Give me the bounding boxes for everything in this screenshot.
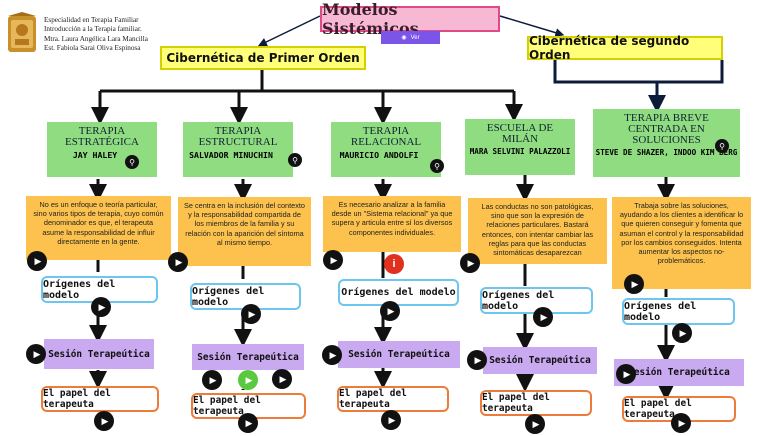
play-icon[interactable]: ▶ xyxy=(381,410,401,430)
play-icon[interactable]: ▶ xyxy=(168,252,188,272)
description-relacional: Es necesario analizar a la familia desde… xyxy=(323,196,461,252)
play-icon[interactable]: ▶ xyxy=(91,297,111,317)
school-author: MAURICIO ANDOLFI xyxy=(339,150,419,160)
branch-first-order: Cibernética de Primer Orden xyxy=(160,46,366,70)
main-title: Modelos Sistémicos xyxy=(320,0,500,38)
play-icon[interactable]: ▶ xyxy=(238,370,258,390)
play-icon[interactable]: ▶ xyxy=(323,250,343,270)
play-icon[interactable]: ▶ xyxy=(671,413,691,433)
school-box-estructural: TERAPIA ESTRUCTURAL SALVADOR MINUCHIN xyxy=(183,122,293,177)
session-box-estrategica[interactable]: Sesión Terapeútica xyxy=(44,339,154,369)
credit-line: Especialidad en Terapia Familiar xyxy=(44,16,139,24)
play-icon[interactable]: ▶ xyxy=(27,251,47,271)
search-icon[interactable]: ⚲ xyxy=(430,159,444,173)
search-icon[interactable]: ⚲ xyxy=(715,139,729,153)
school-author: JAY HALEY xyxy=(72,150,118,160)
play-icon[interactable]: ▶ xyxy=(624,274,644,294)
session-box-estructural[interactable]: Sesión Terapeútica xyxy=(192,344,304,370)
credit-line: Est. Fabiola Sarai Oliva Espinosa xyxy=(44,44,141,53)
play-icon[interactable]: ▶ xyxy=(533,307,553,327)
play-icon[interactable]: ▶ xyxy=(238,413,258,433)
ver-button[interactable]: ◉ Ver xyxy=(381,31,440,44)
school-author: MARA SELVINI PALAZZOLI xyxy=(469,147,571,156)
origins-box-breve[interactable]: Orígenes del modelo xyxy=(622,298,735,325)
play-icon[interactable]: ▶ xyxy=(672,323,692,343)
university-seal-icon xyxy=(8,12,36,52)
description-estrategica: No es un enfoque o teoría particular, si… xyxy=(26,196,171,260)
school-name: TERAPIA BREVE CENTRADA EN SOLUCIONES xyxy=(624,112,709,146)
role-box-estrategica[interactable]: El papel del terapeuta xyxy=(41,386,159,412)
school-box-milan: ESCUELA DE MILÁN MARA SELVINI PALAZZOLI xyxy=(465,119,575,175)
play-icon[interactable]: ▶ xyxy=(272,369,292,389)
ver-label: Ver xyxy=(410,34,420,41)
play-icon[interactable]: ▶ xyxy=(322,345,342,365)
play-icon[interactable]: ▶ xyxy=(202,370,222,390)
play-icon[interactable]: ▶ xyxy=(94,411,114,431)
search-icon[interactable]: ⚲ xyxy=(125,155,139,169)
session-box-milan[interactable]: Sesión Terapeútica xyxy=(483,347,597,374)
play-icon[interactable]: ▶ xyxy=(380,301,400,321)
info-icon[interactable]: i xyxy=(384,254,404,274)
search-icon[interactable]: ⚲ xyxy=(288,153,302,167)
play-icon[interactable]: ▶ xyxy=(460,253,480,273)
credits: Especialidad en Terapia Familiar Introdu… xyxy=(44,16,244,54)
role-box-relacional[interactable]: El papel del terapeuta xyxy=(337,386,449,412)
origins-box-relacional[interactable]: Orígenes del modelo xyxy=(338,279,459,306)
branch-second-order: Cibernética de segundo Orden xyxy=(527,34,723,62)
description-breve: Trabaja sobre las soluciones, ayudando a… xyxy=(612,197,751,289)
play-icon[interactable]: ▶ xyxy=(467,350,487,370)
credit-line: Introducción a la Terapia familiar. xyxy=(44,25,142,34)
school-author: STEVE DE SHAZER, INDOO KIM BERG xyxy=(595,148,738,157)
eye-icon: ◉ xyxy=(401,35,407,41)
school-name: TERAPIA ESTRUCTURAL xyxy=(198,125,278,148)
origins-box-estrategica[interactable]: Orígenes del modelo xyxy=(41,276,158,303)
school-author: SALVADOR MINUCHIN xyxy=(189,150,273,160)
play-icon[interactable]: ▶ xyxy=(616,364,636,384)
credit-line: Mtra. Laura Angélica Lara Mancilla xyxy=(44,34,148,43)
description-estructural: Se centra en la inclusión del contexto y… xyxy=(178,197,311,266)
play-icon[interactable]: ▶ xyxy=(26,344,46,364)
school-name: TERAPIA RELACIONAL xyxy=(350,125,422,148)
school-name: ESCUELA DE MILÁN xyxy=(486,122,554,145)
description-milan: Las conductas no son patológicas, sino q… xyxy=(468,198,607,264)
school-name: TERAPIA ESTRATÉGICA xyxy=(65,125,139,148)
play-icon[interactable]: ▶ xyxy=(241,304,261,324)
session-box-relacional[interactable]: Sesión Terapeútica xyxy=(338,341,460,368)
role-box-milan[interactable]: El papel del terapeuta xyxy=(480,390,592,416)
school-box-estrategica: TERAPIA ESTRATÉGICA JAY HALEY xyxy=(47,122,157,177)
school-box-relacional: TERAPIA RELACIONAL MAURICIO ANDOLFI xyxy=(331,122,441,177)
play-icon[interactable]: ▶ xyxy=(525,414,545,434)
